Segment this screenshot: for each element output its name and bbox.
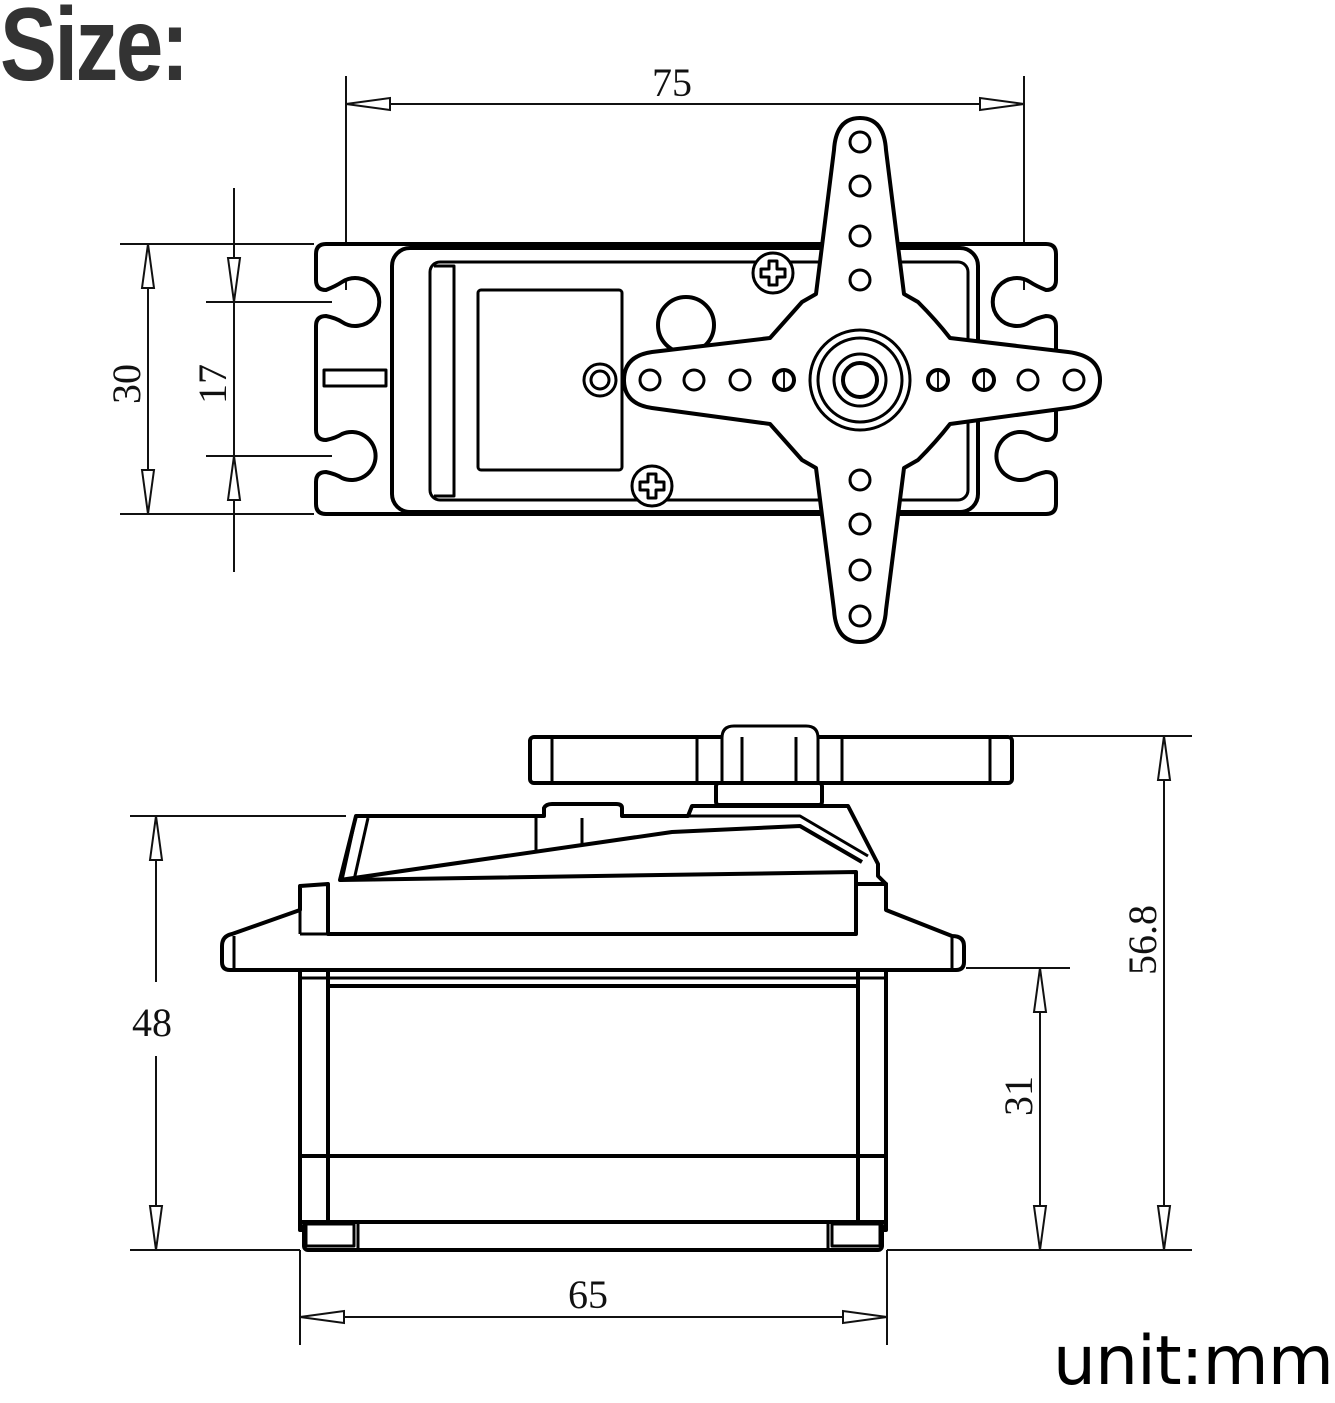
- dim-label-31: 31: [996, 1076, 1041, 1116]
- page-title: Size:: [0, 0, 189, 103]
- servo-flange: [220, 882, 966, 972]
- servo-top-cover: [338, 802, 888, 936]
- servo-lower-body: [298, 968, 888, 1232]
- dim-label-75: 75: [652, 60, 692, 105]
- screw-icon: [630, 464, 674, 508]
- top-view: 75 30 17: [104, 60, 1102, 644]
- dimension-48: 48: [130, 815, 346, 1251]
- dim-label-17: 17: [190, 364, 235, 404]
- dimension-31: 31: [966, 967, 1070, 1251]
- dim-label-48: 48: [132, 1000, 172, 1045]
- dimension-17: 17: [190, 188, 332, 572]
- dimension-65: 65: [299, 1250, 888, 1345]
- dim-label-56-8: 56.8: [1120, 905, 1165, 975]
- screw-icon: [751, 251, 795, 295]
- dim-label-30: 30: [104, 364, 149, 404]
- wire-tab: [322, 368, 388, 388]
- unit-label: unit:mm: [1052, 1322, 1334, 1401]
- dimension-56-8: 56.8: [887, 735, 1192, 1251]
- side-view: 48 65 31 56.8: [130, 724, 1192, 1345]
- dim-label-65: 65: [568, 1272, 608, 1317]
- horn-hub: [808, 328, 912, 432]
- servo-bottom-plate: [302, 1220, 884, 1252]
- dimension-75: 75: [345, 60, 1025, 290]
- cross-horn: [622, 116, 1102, 644]
- dimension-30: 30: [104, 243, 314, 515]
